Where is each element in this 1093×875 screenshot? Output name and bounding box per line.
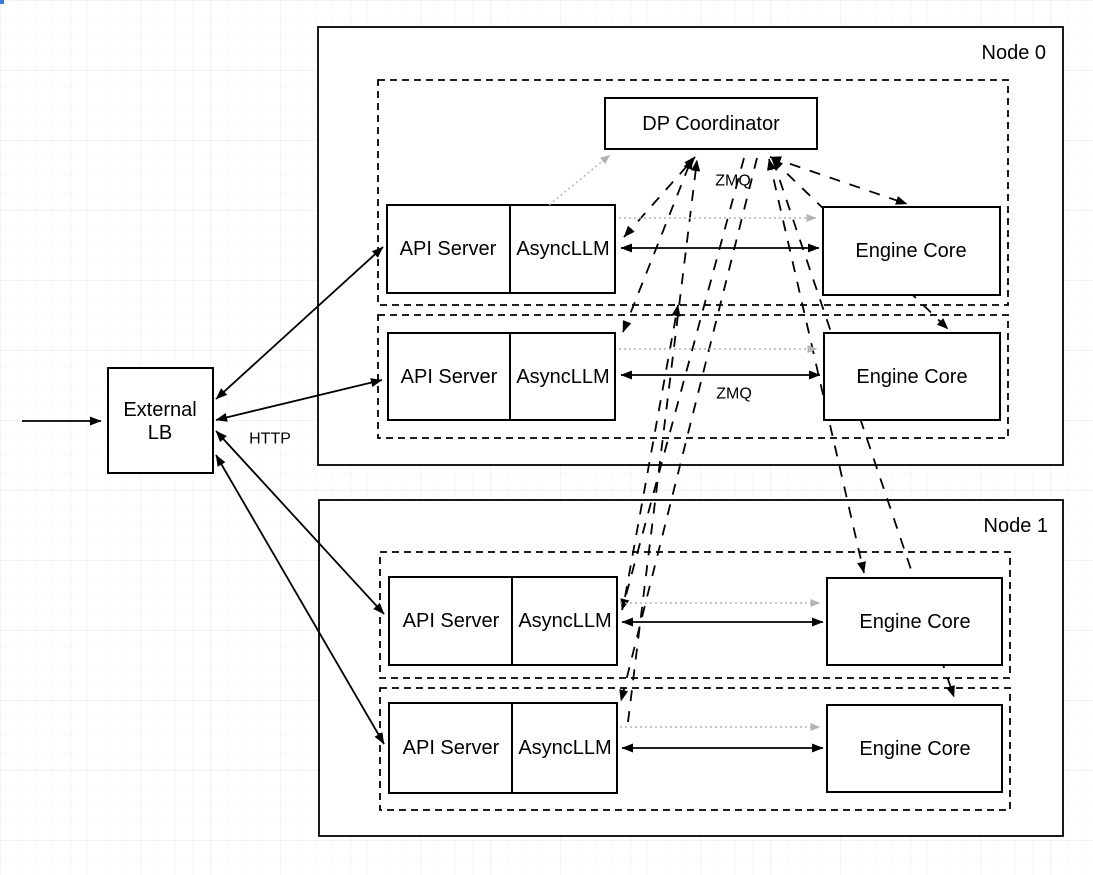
- zmq-dashed-n1-asyncllm0-up: [624, 304, 681, 598]
- external-lb-label-line1: External: [123, 399, 196, 421]
- n1r1-api-server-label: API Server: [403, 737, 500, 759]
- node0-replica0-engine-core-box: [822, 206, 1001, 296]
- n1r0-asyncllm-label: AsyncLLM: [518, 610, 611, 632]
- n0r0-asyncllm-label: AsyncLLM: [516, 238, 609, 260]
- external-lb-box: [107, 367, 214, 474]
- lb-n0-api0-arrow: [215, 246, 384, 400]
- node1-label: Node 1: [984, 515, 1049, 537]
- n0r1-engine-core-label: Engine Core: [856, 366, 967, 388]
- n1r0-api-server-label: API Server: [403, 610, 500, 632]
- zmq-replica-label: ZMQ: [716, 386, 752, 403]
- n0r1-api-server-label: API Server: [401, 366, 498, 388]
- lb-n1-api1-arrow: [215, 454, 385, 745]
- dp-coordinator-label: DP Coordinator: [642, 113, 780, 135]
- n0r0-engine-core-label: Engine Core: [855, 240, 966, 262]
- n0r0-api-server-label: API Server: [400, 238, 497, 260]
- node0-replica0-box: [377, 79, 1009, 306]
- node1-replica1-box: [379, 687, 1011, 811]
- n1r0-engine-core-label: Engine Core: [859, 611, 970, 633]
- http-label: HTTP: [249, 431, 291, 448]
- node1-replica0-api-asyncllm-box: [388, 576, 618, 666]
- node1-replica1-api-asyncllm-box: [388, 702, 618, 794]
- zmq-dashed-coord-to-n1-asyncllm0: [620, 157, 745, 611]
- zmq-coordinator-label: ZMQ: [715, 173, 751, 190]
- zmq-dashed-coord-n1-enginecore0: [767, 158, 866, 574]
- node0-replica1-engine-core-box: [823, 332, 1001, 421]
- dotted-asyncllm0-to-coordinator: [548, 154, 611, 206]
- node1-replica0-engine-core-box: [826, 577, 1003, 666]
- lb-n0-api1-arrow: [215, 378, 383, 422]
- n0r1-asyncllm-label: AsyncLLM: [516, 366, 609, 388]
- n1r1-asyncllm-label: AsyncLLM: [518, 737, 611, 759]
- n1r1-engine-core-label: Engine Core: [859, 738, 970, 760]
- external-lb-label-line2: LB: [148, 422, 172, 444]
- node0-replica1-api-asyncllm-box: [387, 332, 616, 421]
- node0-replica0-api-asyncllm-box: [386, 204, 616, 294]
- node1-replica1-engine-core-box: [826, 704, 1003, 793]
- canvas-corner-marker: [0, 0, 4, 4]
- node0-label: Node 0: [982, 42, 1047, 64]
- node1-replica0-box: [379, 551, 1011, 679]
- dp-coordinator-box: [604, 97, 818, 150]
